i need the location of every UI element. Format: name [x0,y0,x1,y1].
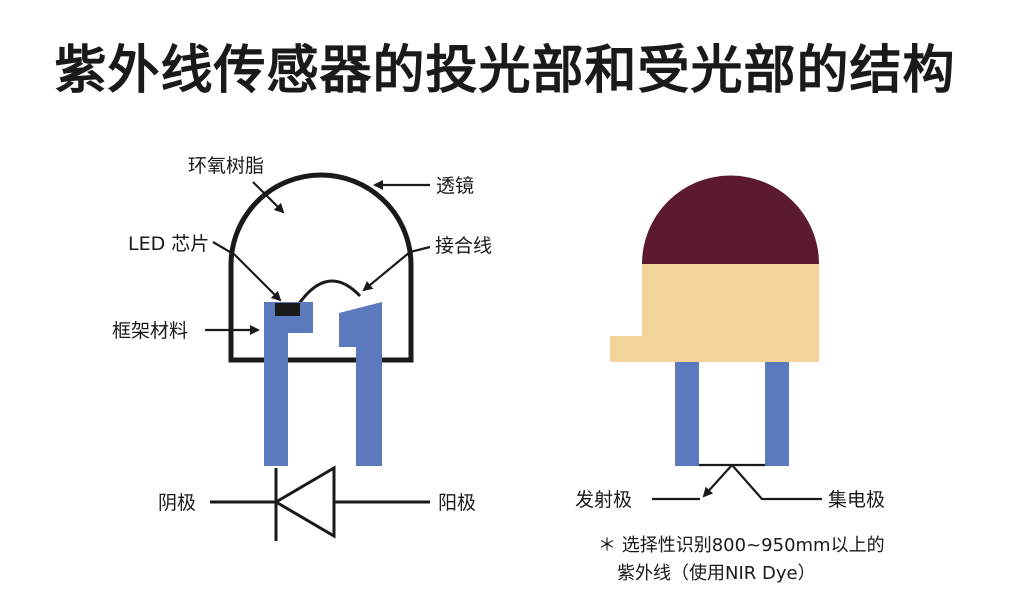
label-bond-wire: 接合线 [435,235,492,257]
epoxy-arrow [252,181,285,214]
receiver-note-line2: 紫外线（使用NIR Dye） [617,563,816,584]
emitter-pointer [702,464,733,498]
cathode-lead [264,302,313,466]
emitter-lead [675,362,699,466]
receiver-group: 发射极 集电极 ＊ 选择性识别800~950mm以上的 紫外线（使用NIR Dy… [575,175,885,584]
label-epoxy: 环氧树脂 [188,155,264,177]
label-led-chip: LED 芯片 [128,233,209,255]
label-emitter: 发射极 [575,489,632,511]
label-anode: 阳极 [438,492,476,514]
page-title: 紫外线传感器的投光部和受光部的结构 [54,40,956,101]
receiver-body [610,264,819,362]
anode-lead [339,302,382,466]
diode-triangle [273,465,336,539]
collector-lead [765,362,789,466]
bond-wire-arrow [362,245,431,292]
bond-wire [296,279,362,306]
collector-pointer [731,464,822,501]
led-chip [275,303,300,316]
receiver-note-line1: ＊ 选择性识别800~950mm以上的 [598,535,885,556]
epoxy-lens-outline [228,172,414,363]
label-collector: 集电极 [828,489,885,511]
label-lead-frame: 框架材料 [112,320,188,342]
label-cathode: 阴极 [158,492,196,514]
label-lens: 透镜 [436,175,474,197]
emitter-led-group: 环氧树脂 透镜 LED 芯片 接合线 框架材料 阴极 阳极 [112,155,492,541]
receiver-dome [642,175,819,264]
led-chip-arrow [212,241,282,302]
